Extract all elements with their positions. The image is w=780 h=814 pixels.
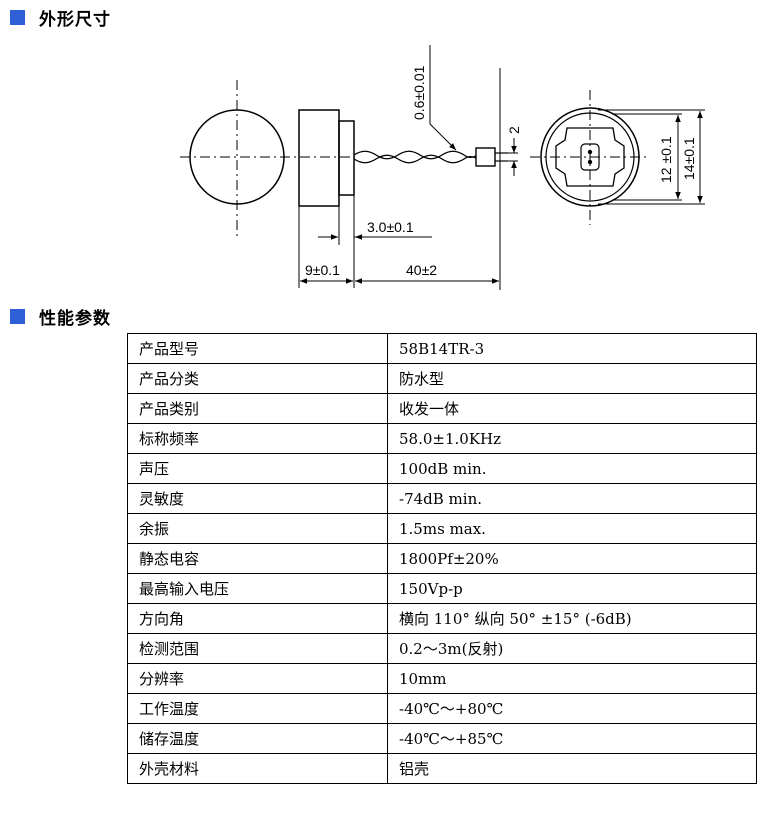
- spec-key: 方向角: [127, 603, 388, 634]
- top-view: [180, 80, 295, 238]
- dimension-drawing: 0.6±0.01 2 12 ±0.1 14±0.1: [180, 45, 705, 290]
- outer-diameter-label: 14±0.1: [681, 137, 697, 180]
- spec-key: 分辨率: [127, 663, 388, 694]
- spec-key: 储存温度: [127, 723, 388, 754]
- section-square-icon: [10, 9, 25, 25]
- spec-value: 1800Pf±20%: [387, 543, 757, 574]
- spec-value: 1.5ms max.: [387, 513, 757, 544]
- pin-gap-label: 2: [506, 126, 522, 134]
- table-row: 产品类别收发一体: [127, 393, 757, 424]
- spec-key: 余振: [127, 513, 388, 544]
- lead-wires: [353, 150, 477, 164]
- spec-key: 产品型号: [127, 333, 388, 364]
- spec-value: 0.2～3m(反射): [387, 633, 757, 664]
- spec-value: 10mm: [387, 663, 757, 694]
- length-dims: 3.0±0.1 9±0.1 40±2: [298, 195, 499, 288]
- spec-key: 外壳材料: [127, 753, 388, 784]
- specs-section-header: 性能参数: [10, 305, 111, 329]
- table-row: 灵敏度-74dB min.: [127, 483, 757, 514]
- height-label: 9±0.1: [305, 262, 340, 278]
- table-row: 工作温度-40℃～+80℃: [127, 693, 757, 724]
- spec-value: 收发一体: [387, 393, 757, 424]
- spec-value: 58.0±1.0KHz: [387, 423, 757, 454]
- table-row: 储存温度-40℃～+85℃: [127, 723, 757, 754]
- dimensions-title: 外形尺寸: [39, 9, 111, 30]
- spec-value: 横向 110° 纵向 50° ±15° (-6dB): [387, 603, 757, 634]
- spec-key: 检测范围: [127, 633, 388, 664]
- spec-key: 灵敏度: [127, 483, 388, 514]
- spec-value: 100dB min.: [387, 453, 757, 484]
- spec-key: 最高输入电压: [127, 573, 388, 604]
- wire-diameter-label: 0.6±0.01: [411, 65, 427, 120]
- spec-key: 声压: [127, 453, 388, 484]
- wire-diameter-dim: 0.6±0.01: [411, 45, 457, 151]
- spec-key: 标称频率: [127, 423, 388, 454]
- table-row: 产品分类防水型: [127, 363, 757, 394]
- specs-title: 性能参数: [39, 308, 111, 329]
- connector: [475, 68, 508, 290]
- spec-value: -40℃～+80℃: [387, 693, 757, 724]
- step-label: 3.0±0.1: [367, 219, 414, 235]
- spec-value: 150Vp-p: [387, 573, 757, 604]
- spec-value: 防水型: [387, 363, 757, 394]
- inner-diameter-label: 12 ±0.1: [658, 136, 674, 183]
- diameter-dims: 12 ±0.1 14±0.1: [598, 109, 705, 205]
- spec-key: 工作温度: [127, 693, 388, 724]
- spec-value: -74dB min.: [387, 483, 757, 514]
- table-row: 方向角横向 110° 纵向 50° ±15° (-6dB): [127, 603, 757, 634]
- spec-key: 产品分类: [127, 363, 388, 394]
- dimensions-section-header: 外形尺寸: [10, 6, 111, 30]
- pin-gap-dim: 2: [506, 126, 522, 176]
- table-row: 外壳材料铝壳: [127, 753, 757, 784]
- bottom-view: [530, 90, 650, 225]
- spec-value: -40℃～+85℃: [387, 723, 757, 754]
- lead-length-label: 40±2: [406, 262, 437, 278]
- spec-value: 铝壳: [387, 753, 757, 784]
- side-view: [280, 109, 355, 207]
- section-square-icon: [10, 308, 25, 324]
- spec-value: 58B14TR-3: [387, 333, 757, 364]
- spec-key: 静态电容: [127, 543, 388, 574]
- spec-key: 产品类别: [127, 393, 388, 424]
